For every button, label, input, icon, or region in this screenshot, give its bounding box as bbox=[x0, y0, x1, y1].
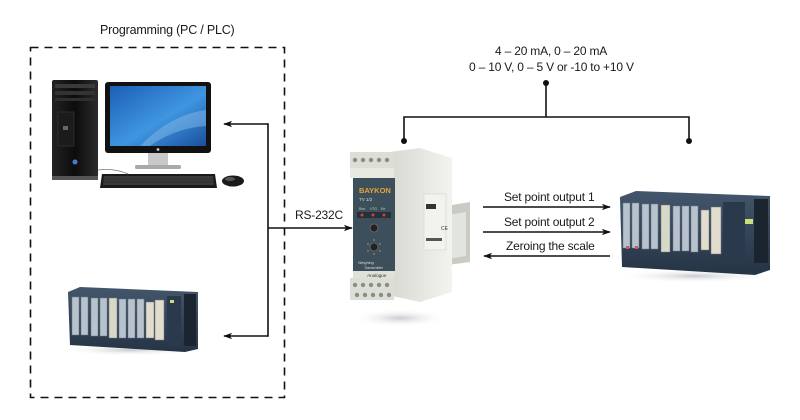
zeroing-scale-label: Zeroing the scale bbox=[506, 239, 595, 253]
programming-group-border bbox=[29, 46, 286, 399]
programming-group-title: Programming (PC / PLC) bbox=[100, 23, 235, 37]
led-run bbox=[360, 213, 364, 217]
led-vtg bbox=[371, 213, 375, 217]
transmitter-caption-2: Transmitter bbox=[364, 266, 384, 270]
rs232-bus bbox=[223, 120, 353, 340]
ce-mark: CE bbox=[441, 226, 449, 232]
transmitter-model: TV 1/2 bbox=[359, 197, 373, 202]
transmitter-caption-1: Weighing bbox=[358, 261, 375, 265]
led-err bbox=[382, 213, 386, 217]
transmitter-output-terminal bbox=[401, 138, 407, 144]
signal-output-label-line1: 4 – 20 mA, 0 – 20 mA bbox=[495, 44, 608, 58]
signal-output-label-line2: 0 – 10 V, 0 – 5 V or -10 to +10 V bbox=[469, 60, 634, 74]
analog-output-bus bbox=[403, 84, 690, 140]
set-point-output-1-label: Set point output 1 bbox=[504, 190, 595, 204]
analog-output-node bbox=[543, 80, 549, 86]
led-label-run: Run bbox=[359, 207, 365, 211]
weighing-transmitter: CE BAYKON TV 1/2 Run VTG Err Weighing Tr… bbox=[350, 148, 470, 327]
desktop-pc bbox=[52, 80, 244, 188]
set-point-output-2-label: Set point output 2 bbox=[504, 215, 595, 229]
rs232-label: RS-232C bbox=[295, 208, 343, 222]
zero-adjust-knob bbox=[369, 223, 379, 233]
led-label-err: Err bbox=[381, 207, 386, 211]
plc-input-terminal bbox=[686, 138, 692, 144]
plc-rack-programming bbox=[60, 287, 200, 356]
plc-rack-receiver bbox=[615, 191, 775, 283]
range-selector-knob bbox=[369, 242, 379, 252]
transmitter-footer: Analogue bbox=[366, 273, 387, 278]
led-label-vtg: VTG bbox=[370, 207, 377, 211]
transmitter-brand: BAYKON bbox=[359, 186, 391, 195]
